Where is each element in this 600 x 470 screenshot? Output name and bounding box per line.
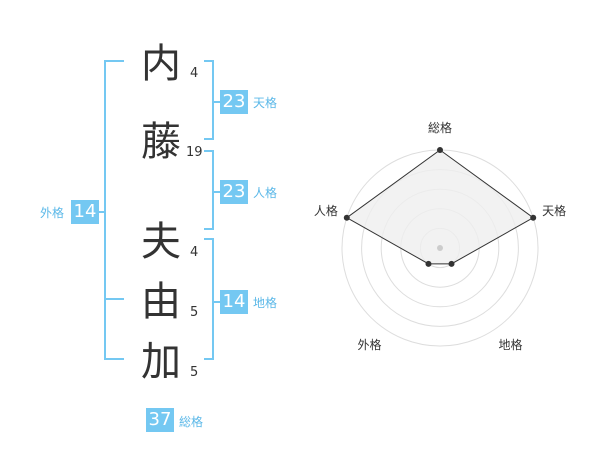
tenkaku-bracket-top	[204, 60, 214, 62]
radar-axis-label-2: 天格	[542, 203, 566, 218]
jinkaku-bracket-top	[204, 150, 214, 152]
stroke-count-3: 4	[190, 245, 199, 260]
tenkaku-bracket-bottom	[204, 138, 214, 140]
stroke-count-1: 4	[190, 66, 199, 81]
radar-axis-label-4: 外格	[357, 337, 381, 352]
radar-point-4	[425, 260, 432, 267]
chikaku-connector	[212, 301, 220, 303]
chikaku-badge: 14	[220, 290, 248, 314]
radar-point-3	[448, 260, 455, 267]
radar-axis-label-5: 人格	[314, 203, 338, 218]
tenkaku-badge: 23	[220, 90, 248, 114]
jinkaku-bracket-vertical	[212, 150, 214, 230]
radar-series-polygon	[345, 149, 535, 265]
gaikaku-bracket-bottom	[104, 358, 124, 360]
name-char-1: 内	[141, 41, 181, 87]
tenkaku-bracket-vertical	[212, 60, 214, 140]
chikaku-label: 地格	[253, 296, 278, 310]
stroke-count-2: 19	[186, 145, 203, 160]
name-char-5: 加	[141, 339, 181, 385]
name-char-4: 由	[141, 279, 181, 325]
radar-axis-label-1: 総格	[428, 120, 452, 135]
radar-center-dot	[437, 245, 443, 251]
gaikaku-bracket-mid	[104, 298, 124, 300]
chikaku-bracket-vertical	[212, 238, 214, 360]
stroke-count-4: 5	[190, 305, 199, 320]
gaikaku-badge: 14	[71, 200, 99, 224]
jinkaku-bracket-bottom	[204, 228, 214, 230]
radar-point-2	[530, 214, 537, 221]
radar-point-1	[437, 147, 443, 153]
tenkaku-label: 天格	[253, 96, 278, 110]
name-char-3: 夫	[141, 219, 181, 265]
radar-points	[343, 147, 537, 267]
soukaku-badge: 37	[146, 408, 174, 432]
stroke-count-5: 5	[190, 365, 199, 380]
gaikaku-label: 外格	[40, 206, 65, 220]
soukaku-label: 総格	[179, 415, 204, 429]
tenkaku-connector	[212, 101, 220, 103]
jinkaku-badge: 23	[220, 180, 248, 204]
jinkaku-connector	[212, 191, 220, 193]
name-char-2: 藤	[141, 119, 181, 165]
chikaku-bracket-bottom	[204, 358, 214, 360]
radar-point-5	[343, 214, 350, 221]
chikaku-bracket-top	[204, 238, 214, 240]
gaikaku-bracket-top	[104, 60, 124, 62]
gaikaku-bracket-vertical	[104, 60, 106, 360]
radar-axis-label-3: 地格	[499, 337, 523, 352]
jinkaku-label: 人格	[253, 186, 278, 200]
gaikaku-connector	[98, 211, 106, 213]
